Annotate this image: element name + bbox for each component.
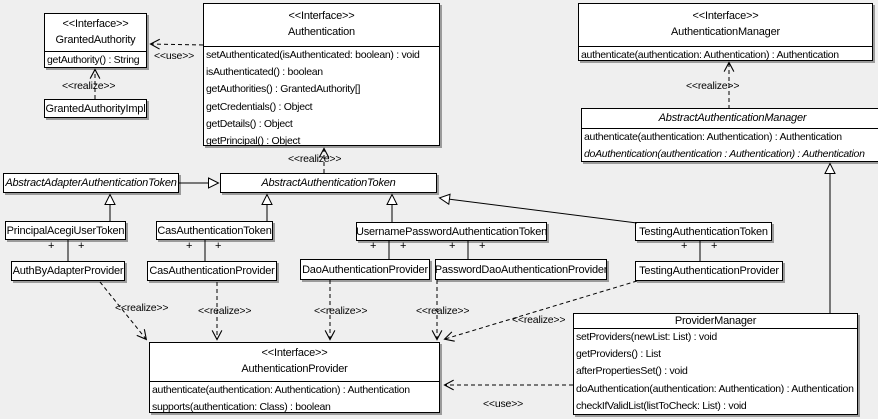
realize-label: <<realize>> (416, 305, 470, 317)
realize-label: <<realize>> (686, 80, 740, 92)
class-name: ProviderManager (674, 315, 757, 327)
class-name: GrantedAuthorityImpl (45, 102, 146, 115)
realize-label: <<realize>> (314, 305, 368, 317)
method: getAuthority() : String (47, 54, 140, 66)
class-authentication-provider: <<Interface>> AuthenticationProvider aut… (149, 342, 440, 413)
association-plus: + (215, 240, 222, 252)
class-granted-authority-impl: GrantedAuthorityImpl (44, 99, 147, 118)
class-name: PrincipalAcegiUserToken (6, 224, 125, 237)
method: doAuthentication(authentication : Authen… (584, 147, 865, 160)
class-testing-authentication-provider: TestingAuthenticationProvider (635, 261, 783, 281)
class-granted-authority: <<Interface>> GrantedAuthority getAuthor… (44, 13, 147, 68)
class-name: PasswordDaoAuthenticationProvider (435, 263, 607, 276)
class-principal-acegi-user-token: PrincipalAcegiUserToken (5, 221, 126, 240)
use-authentication-to-grantedauthority (149, 38, 204, 50)
stereotype-label: <<Interface>> (62, 18, 129, 30)
class-name: CasAuthenticationToken (157, 224, 272, 237)
class-name: AuthByAdapterProvider (12, 265, 124, 277)
generalization-testing-token-to-abstract-token (438, 193, 638, 224)
class-name: AuthenticationManager (671, 26, 780, 38)
realize-label: <<realize>> (115, 302, 169, 314)
class-name: AuthenticationProvider (241, 363, 348, 375)
method: supports(authentication: Class) : boolea… (152, 400, 331, 413)
class-abstract-authentication-token: AbstractAuthenticationToken (220, 173, 437, 193)
stereotype-label: <<Interface>> (261, 347, 328, 359)
class-abstract-authentication-manager: AbstractAuthenticationManager authentica… (581, 108, 878, 162)
association-plus: + (186, 240, 193, 252)
class-authentication: <<Interface>> Authentication setAuthenti… (203, 3, 440, 147)
method: afterPropertiesSet() : void (576, 365, 688, 378)
method: doAuthentication(authentication: Authent… (576, 382, 854, 395)
class-name: GrantedAuthority (55, 34, 136, 46)
stereotype-label: <<Interface>> (288, 10, 355, 22)
method: isAuthenticated() : boolean (206, 66, 323, 79)
class-name: TestingAuthenticationToken (639, 225, 768, 238)
association-plus: + (711, 240, 718, 252)
use-label: <<use>> (154, 50, 195, 62)
class-name: TestingAuthenticationProvider (639, 265, 779, 277)
class-name: AbstractAuthenticationToken (261, 177, 396, 189)
class-name: AbstractAuthenticationManager (658, 112, 807, 124)
realize-label: <<realize>> (288, 153, 342, 165)
association-plus: + (400, 240, 407, 252)
realize-label: <<realize>> (512, 314, 566, 326)
class-dao-authentication-provider: DaoAuthenticationProvider (300, 259, 430, 280)
class-testing-authentication-token: TestingAuthenticationToken (635, 222, 772, 241)
method: getAuthorities() : GrantedAuthority[] (206, 83, 361, 96)
method: getDetails() : Object (206, 117, 293, 130)
association-plus: + (48, 240, 55, 252)
realize-label: <<realize>> (62, 80, 116, 92)
method: authenticate(authentication: Authenticat… (581, 49, 839, 61)
stereotype-label: <<Interface>> (692, 10, 759, 22)
method: authenticate(authentication: Authenticat… (584, 131, 842, 143)
class-password-dao-authentication-provider: PasswordDaoAuthenticationProvider (435, 259, 607, 280)
association-plus: + (681, 240, 688, 252)
use-label: <<use>> (483, 398, 524, 410)
class-name: Authentication (288, 26, 355, 38)
class-authentication-manager: <<Interface>> AuthenticationManager auth… (578, 3, 873, 61)
method: getPrincipal() : Object (206, 135, 301, 148)
class-auth-by-adapter-provider: AuthByAdapterProvider (11, 261, 125, 281)
class-provider-manager: ProviderManager setProviders(newList: Li… (573, 313, 858, 415)
association-plus: + (449, 240, 456, 252)
realize-label: <<realize>> (198, 305, 252, 317)
class-username-password-authentication-token: UsernamePasswordAuthenticationToken (356, 222, 547, 241)
method: getCredentials() : Object (206, 100, 313, 113)
method: getProviders() : List (576, 348, 661, 361)
method: setAuthenticated(isAuthenticated: boolea… (206, 49, 420, 61)
association-plus: + (370, 240, 377, 252)
class-cas-authentication-token: CasAuthenticationToken (156, 221, 273, 240)
class-name: UsernamePasswordAuthenticationToken (356, 225, 547, 238)
class-name: AbstractAdapterAuthenticationToken (5, 177, 177, 189)
class-cas-authentication-provider: CasAuthenticationProvider (147, 261, 277, 281)
method: setProviders(newList: List) : void (576, 331, 717, 343)
method: authenticate(authentication: Authenticat… (152, 384, 410, 396)
method: checkIfValidList(listToCheck: List) : vo… (576, 399, 747, 412)
class-name: DaoAuthenticationProvider (302, 263, 428, 276)
association-plus: + (479, 240, 486, 252)
association-plus: + (78, 240, 85, 252)
class-abstract-adapter-authentication-token: AbstractAdapterAuthenticationToken (3, 173, 179, 193)
class-name: CasAuthenticationProvider (149, 265, 275, 277)
